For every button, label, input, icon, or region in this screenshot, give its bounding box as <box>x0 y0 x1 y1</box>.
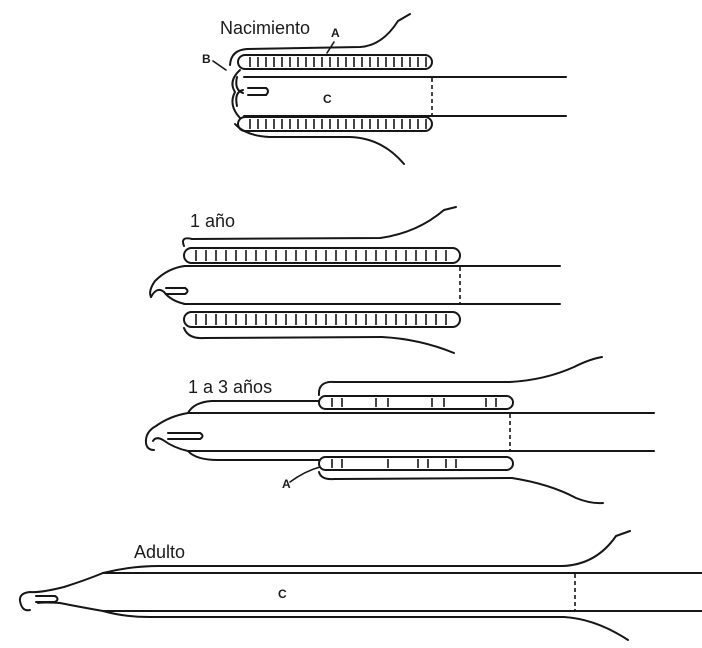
marker-c-birth: C <box>323 92 332 106</box>
lower-layer-one-to-three <box>319 457 513 470</box>
foreskin-tip-bottom-adult <box>38 603 103 612</box>
marker-b-birth: B <box>202 52 211 66</box>
stage-one-to-three-years: 1 a 3 años A <box>146 357 654 503</box>
foreskin-tip-bottom-one-to-three <box>153 438 188 451</box>
skin-bottom-left-one-to-three <box>188 451 319 460</box>
stage-label-birth: Nacimiento <box>220 18 310 38</box>
lower-layer-birth <box>238 117 432 131</box>
foreskin-tip-top-adult <box>20 573 103 610</box>
meatus-tip-adult <box>55 596 58 602</box>
upper-layer-one-to-three <box>319 396 513 409</box>
leader-a-one-to-three <box>290 467 320 482</box>
skin-bottom-right-one-to-three <box>319 472 603 503</box>
skin-bottom-adult <box>103 611 628 640</box>
stage-adult: Adulto C <box>20 531 702 640</box>
skin-top-right-one-to-three <box>319 357 602 395</box>
stage-label-adult: Adulto <box>134 542 185 562</box>
stage-label-one-year: 1 año <box>190 211 235 231</box>
skin-top-left-one-to-three <box>188 401 319 413</box>
marker-a-birth: A <box>331 26 340 40</box>
marker-c-adult: C <box>278 587 287 601</box>
skin-bottom-one-year <box>184 328 454 353</box>
marker-a-one-to-three: A <box>282 477 291 491</box>
meatus-tip-one-year <box>185 288 188 294</box>
meatus-tip-one-to-three <box>200 433 203 439</box>
stage-label-one-to-three: 1 a 3 años <box>188 377 272 397</box>
stage-one-year: 1 año <box>150 207 560 353</box>
meatus-tip-birth <box>266 88 268 95</box>
stage-birth: Nacimiento A B C <box>202 14 566 164</box>
upper-layer-birth <box>238 55 432 69</box>
leader-b-birth <box>213 61 226 70</box>
foreskin-tip-bottom-one-year <box>151 290 185 304</box>
foreskin-tip-top-one-to-three <box>146 413 188 450</box>
